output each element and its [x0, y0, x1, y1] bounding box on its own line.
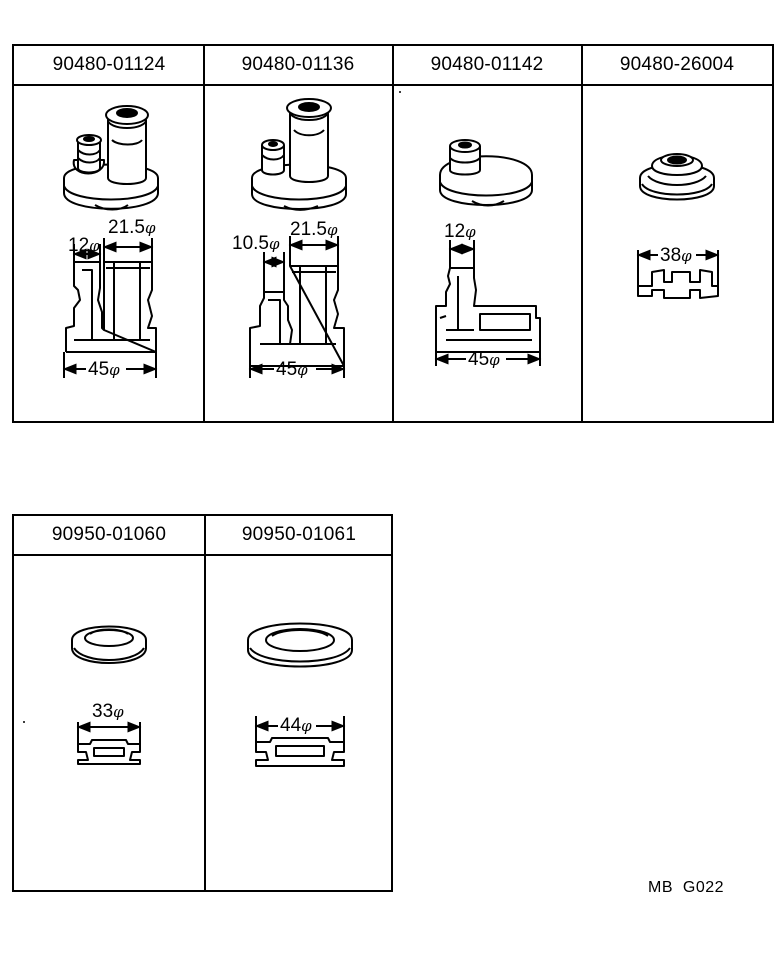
- dimension-label: 38φ: [660, 246, 692, 265]
- part-number: 90480-26004: [619, 54, 735, 75]
- header-row: [14, 46, 772, 86]
- diameter-symbol: φ: [681, 247, 692, 265]
- diameter-symbol: φ: [89, 237, 100, 255]
- diameter-symbol: φ: [109, 361, 120, 379]
- column-divider: [204, 516, 206, 890]
- dimension-value: 45: [88, 359, 110, 380]
- dimension-label: 45φ: [468, 350, 500, 369]
- column-divider: [581, 46, 583, 421]
- diameter-symbol: φ: [465, 223, 476, 241]
- part-cell: 90950-01061: [206, 516, 392, 554]
- dimension-value: 33: [92, 701, 114, 722]
- part-90480-26004-illustration: [639, 153, 715, 201]
- diameter-symbol: φ: [301, 717, 312, 735]
- part-90950-01061-section: [254, 716, 346, 767]
- part-90950-01061-illustration: [247, 622, 353, 668]
- dimension-label: 12φ: [68, 236, 100, 255]
- part-90480-01124-illustration: [63, 105, 159, 211]
- dimension-label: 21.5φ: [290, 220, 338, 239]
- diameter-symbol: φ: [297, 361, 308, 379]
- part-90480-01142-illustration: [439, 139, 533, 207]
- column-divider: [203, 46, 205, 421]
- dimension-value: 10.5: [232, 233, 269, 254]
- part-number: 90950-01061: [241, 524, 357, 545]
- dimension-label: 44φ: [280, 716, 312, 735]
- part-number: 90950-01060: [51, 524, 167, 545]
- part-90950-01060-section: [23, 721, 142, 765]
- diameter-symbol: φ: [489, 351, 500, 369]
- part-cell: 90950-01060: [14, 516, 204, 554]
- diameter-symbol: φ: [268, 235, 280, 253]
- part-number: 90480-01124: [52, 54, 166, 75]
- dimension-label: 12φ: [444, 222, 476, 241]
- diameter-symbol: φ: [326, 221, 338, 239]
- part-90480-01136-illustration: [251, 98, 347, 211]
- part-cell: 90480-26004: [582, 46, 772, 84]
- diameter-symbol: φ: [144, 219, 156, 237]
- dimension-label: 10.5φ: [232, 234, 280, 253]
- part-90480-01136-section: [248, 236, 346, 378]
- dimension-label: 45φ: [88, 360, 120, 379]
- dimension-value: 44: [280, 715, 302, 736]
- part-cell: 90480-01136: [204, 46, 392, 84]
- dimension-label: 45φ: [276, 360, 308, 379]
- part-90480-01124-section: [62, 238, 158, 378]
- dimension-value: 45: [468, 349, 490, 370]
- part-number: 90480-01142: [430, 54, 544, 75]
- dimension-label: 33φ: [92, 702, 124, 721]
- dimension-value: 12: [444, 221, 466, 242]
- part-cell: 90480-01142: [393, 46, 581, 84]
- part-number: 90480-01136: [241, 54, 355, 75]
- bottom-parts-table: 90950-01060 90950-01061: [12, 514, 393, 892]
- dimension-value: 12: [68, 235, 90, 256]
- dimension-value: 38: [660, 245, 682, 266]
- column-divider: [392, 46, 394, 421]
- diameter-symbol: φ: [113, 703, 124, 721]
- part-90480-01142-section: [399, 91, 542, 366]
- drawing-code: MB G022: [648, 879, 725, 896]
- part-90950-01060-illustration: [71, 625, 147, 664]
- dimension-value: 21.5: [108, 217, 145, 238]
- part-cell: 90480-01124: [14, 46, 204, 84]
- part-90480-26004-section: [636, 249, 720, 299]
- dimension-value: 45: [276, 359, 298, 380]
- header-row: [14, 516, 391, 556]
- dimension-value: 21.5: [290, 219, 327, 240]
- dimension-label: 21.5φ: [108, 218, 156, 237]
